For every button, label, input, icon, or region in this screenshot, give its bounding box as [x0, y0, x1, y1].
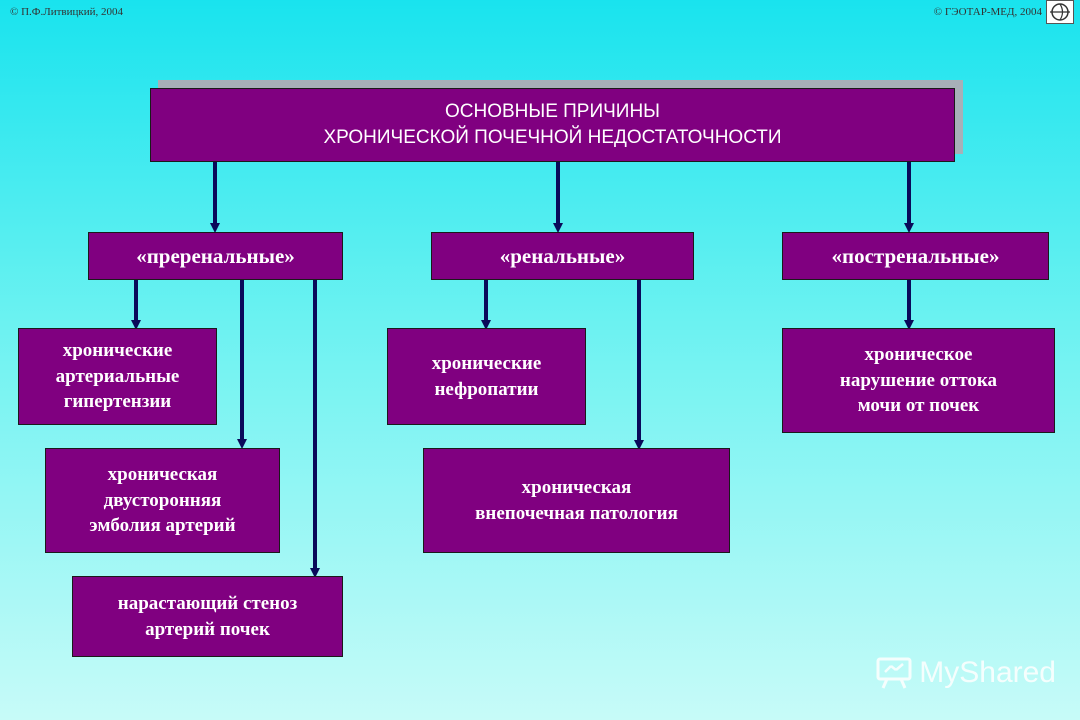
watermark: MyShared [875, 656, 1056, 690]
copyright-right: © ГЭОТАР-МЕД, 2004 [933, 6, 1042, 18]
watermark-text: MyShared [919, 656, 1056, 689]
diagram-title-box: ОСНОВНЫЕ ПРИЧИНЫ ХРОНИЧЕСКОЙ ПОЧЕЧНОЙ НЕ… [150, 88, 955, 162]
cause-outflow: хроническое нарушение оттока мочи от поч… [782, 328, 1055, 433]
category-prerenal: «преренальные» [88, 232, 343, 280]
title-line-2: ХРОНИЧЕСКОЙ ПОЧЕЧНОЙ НЕДОСТАТОЧНОСТИ [323, 127, 782, 148]
cause-embolism: хроническая двусторонняя эмболия артерий [45, 448, 280, 553]
copyright-left: © П.Ф.Литвицкий, 2004 [10, 6, 123, 18]
publisher-logo-icon [1046, 0, 1074, 24]
cause-hypertension: хронические артериальные гипертензии [18, 328, 217, 425]
category-postrenal: «постренальные» [782, 232, 1049, 280]
title-line-1: ОСНОВНЫЕ ПРИЧИНЫ [444, 101, 660, 123]
cause-stenosis: нарастающий стеноз артерий почек [72, 576, 343, 657]
cause-extrarenal: хроническая внепочечная патология [423, 448, 730, 553]
presentation-board-icon [876, 657, 912, 689]
category-renal: «ренальные» [431, 232, 694, 280]
cause-nephropathy: хронические нефропатии [387, 328, 586, 425]
